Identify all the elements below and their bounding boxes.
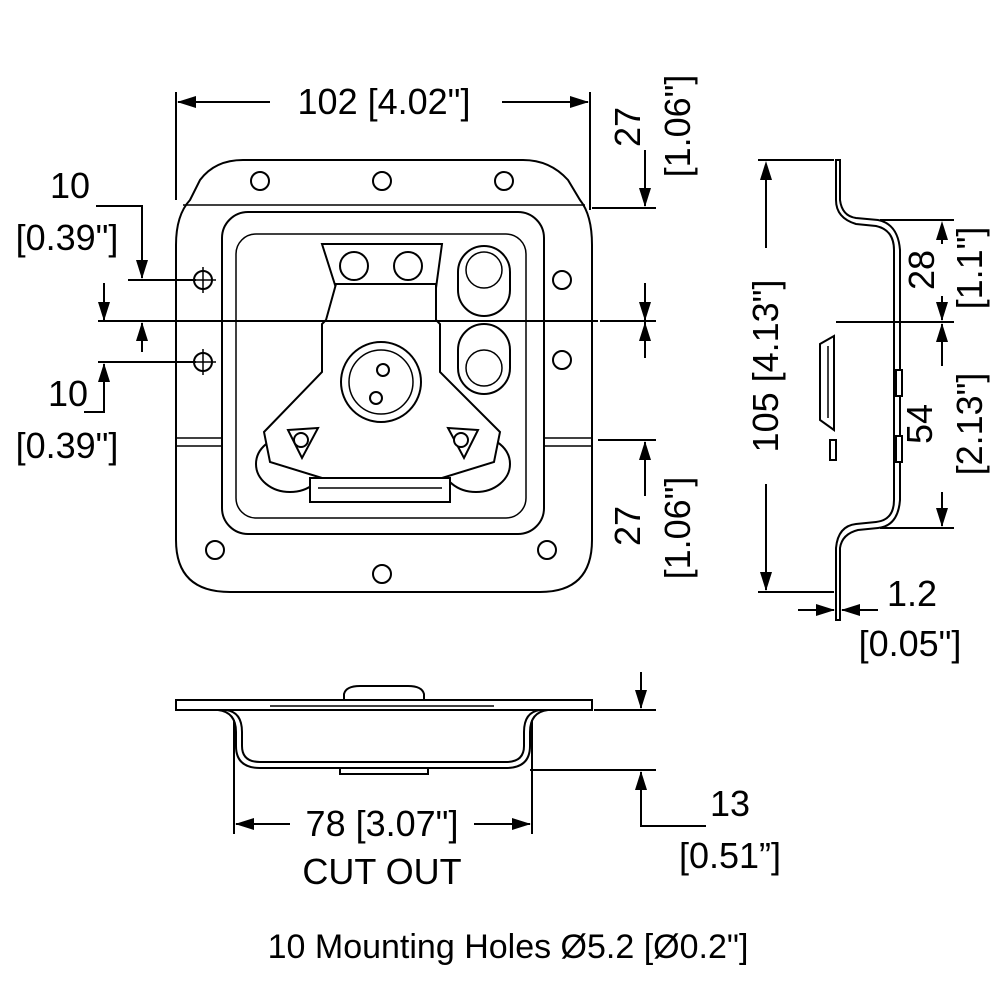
side-view xyxy=(819,159,903,621)
left-lower-value: 10 xyxy=(48,373,88,414)
mounting-hole xyxy=(494,171,514,191)
front-view xyxy=(175,159,593,593)
cutout-width-label: 78 [3.07"] xyxy=(306,803,459,844)
side-lower-value: 54 xyxy=(899,404,940,444)
mounting-hole xyxy=(537,540,557,560)
bottom-view xyxy=(175,685,593,775)
top-offset-inch: [1.06"] xyxy=(657,75,698,178)
mounting-hole xyxy=(552,270,572,290)
cutout-label: CUT OUT xyxy=(302,851,461,892)
bottom-dish xyxy=(217,709,549,769)
left-upper-value: 10 xyxy=(50,165,90,206)
mounting-hole xyxy=(372,171,392,191)
side-lower-inch: [2.13"] xyxy=(949,373,990,476)
mounting-hole xyxy=(205,540,225,560)
left-upper-inch: [0.39"] xyxy=(16,217,119,258)
side-profile xyxy=(835,159,901,621)
top-offset-value: 27 xyxy=(607,107,648,147)
mounting-hole xyxy=(250,171,270,191)
side-height-label: 105 [4.13"] xyxy=(745,280,786,453)
dish-inner xyxy=(235,233,527,519)
width-dimension-label: 102 [4.02"] xyxy=(298,81,471,122)
thickness-value: 1.2 xyxy=(887,573,937,614)
thickness-inch: [0.05"] xyxy=(859,623,962,664)
bottom-offset-value: 27 xyxy=(607,506,648,546)
side-upper-value: 28 xyxy=(901,250,942,290)
lock-cylinder xyxy=(340,341,422,423)
side-dimensions: 105 [4.13"] 28 [1.1"] 54 [2.13"] 1.2 [0.… xyxy=(745,159,990,664)
bottom-flange xyxy=(175,699,593,711)
left-lower-inch: [0.39"] xyxy=(16,425,119,466)
depth-value: 13 xyxy=(710,783,750,824)
mounting-holes-note: 10 Mounting Holes Ø5.2 [Ø0.2"] xyxy=(268,928,749,966)
bottom-dimensions: 78 [3.07"] CUT OUT 13 [0.51”] xyxy=(233,672,781,892)
keeper-slot xyxy=(457,245,511,317)
bottom-offset-inch: [1.06"] xyxy=(657,477,698,580)
bottom-knob xyxy=(343,685,425,701)
mounting-hole xyxy=(372,564,392,584)
front-dimensions: 102 [4.02"] 27 [1.06"] 27 [1.06"] 10 [0.… xyxy=(16,75,698,580)
depth-inch: [0.51”] xyxy=(679,835,781,876)
mounting-hole xyxy=(552,350,572,370)
side-upper-inch: [1.1"] xyxy=(949,227,990,310)
